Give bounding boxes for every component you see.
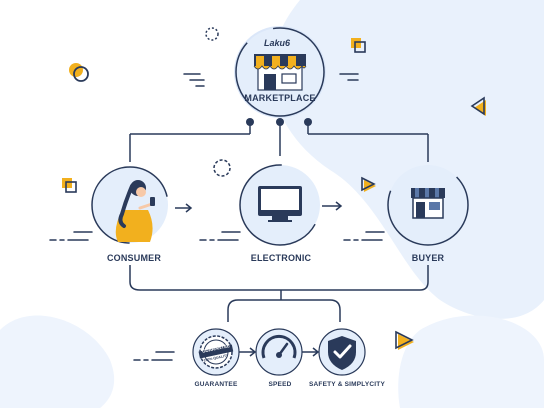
safety-label: SAFETY & SIMPLYCITY [308, 381, 386, 388]
speed-label: SPEED [268, 381, 292, 388]
shop-icon [411, 188, 445, 219]
brand-logo-text: Laku6 [263, 38, 291, 48]
person-phone-icon [115, 180, 155, 242]
connector-dots [246, 118, 312, 126]
connector-lines [129, 122, 429, 322]
background-blob-bottom [0, 315, 115, 408]
badge-icon [198, 335, 234, 369]
guarantee-label: GUARANTEE [194, 381, 238, 388]
store-icon [253, 54, 307, 91]
decorative-shapes [62, 27, 486, 350]
consumer-label: CONSUMER [106, 253, 162, 263]
background-blob [271, 0, 544, 319]
background-blob-right [398, 315, 544, 408]
connector-arrow [239, 347, 320, 357]
decorative-dashes [49, 73, 385, 361]
speedometer-icon [261, 335, 297, 359]
marketplace-label: MARKETPLACE [244, 93, 316, 103]
monitor-icon [258, 186, 302, 222]
buyer-label: BUYER [411, 253, 445, 263]
electronic-label: ELECTRONIC [250, 253, 312, 263]
shield-check-icon [328, 336, 356, 370]
